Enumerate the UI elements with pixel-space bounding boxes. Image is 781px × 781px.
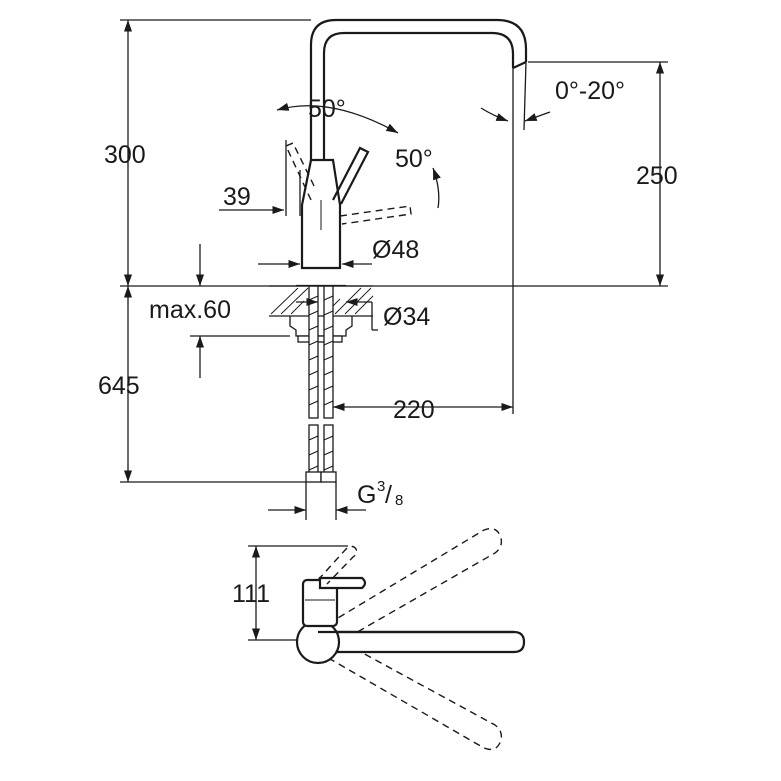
counter-deck bbox=[269, 285, 374, 343]
lever-positions-dashed bbox=[285, 142, 412, 225]
spout-outline bbox=[309, 18, 528, 160]
spout-plan bbox=[316, 630, 526, 654]
dim-34-label: Ø34 bbox=[383, 303, 430, 331]
dim-lever-side-label: 50° bbox=[395, 145, 433, 173]
spout-swing-dashed bbox=[317, 527, 503, 751]
dim-250-label: 250 bbox=[636, 162, 678, 190]
dim-connection-main: G bbox=[357, 481, 376, 509]
elevation-view bbox=[120, 18, 668, 520]
dim-swivel-label: 0°-20° bbox=[555, 77, 625, 105]
dim-300-label: 300 bbox=[104, 141, 146, 169]
dim-lever-top-label: 50° bbox=[308, 95, 346, 123]
plan-view bbox=[248, 527, 526, 751]
dim-48-label: Ø48 bbox=[372, 236, 419, 264]
dim-39-label: 39 bbox=[223, 183, 251, 211]
dim-connection-den: 8 bbox=[395, 492, 403, 509]
dim-111-label: 111 bbox=[232, 580, 270, 608]
base-circle bbox=[295, 619, 341, 665]
dim-connection-slash: / bbox=[385, 481, 392, 509]
dim-max60-label: max.60 bbox=[149, 296, 231, 324]
lever-plan bbox=[318, 576, 367, 590]
dim-220-label: 220 bbox=[393, 396, 435, 424]
lever-handle bbox=[332, 146, 370, 205]
dim-645-label: 645 bbox=[98, 372, 140, 400]
dim-connection-num: 3 bbox=[377, 478, 385, 495]
